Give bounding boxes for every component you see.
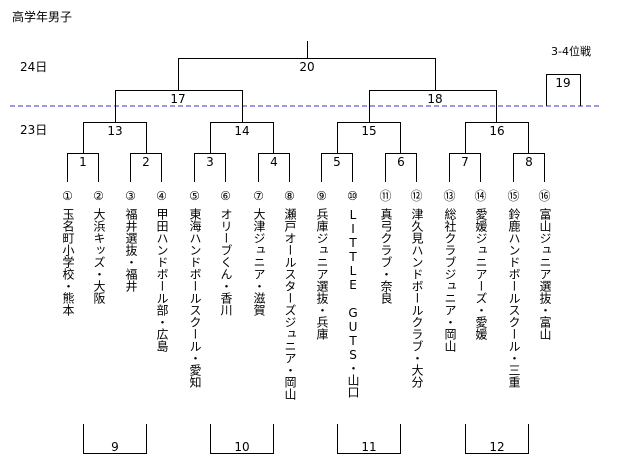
match-18-label: 18	[427, 92, 442, 106]
team-name-16: 富山ジュニア選抜・富山	[538, 208, 552, 340]
team-name-1: 玉名町小学校・熊本	[61, 208, 75, 316]
match-11-label: 11	[361, 440, 376, 454]
team-name-7: 大津ジュニア・滋賀	[252, 208, 266, 316]
team-name-15: 鈴鹿ハンドボールスクール・三重	[507, 208, 521, 388]
seed-9: ⑨	[316, 189, 327, 203]
seed-10: ⑩	[347, 189, 358, 203]
team-name-10: LITTLE GUTS・山口	[346, 208, 360, 398]
page-title: 高学年男子	[12, 10, 73, 24]
seed-11: ⑪	[379, 189, 391, 203]
seed-15: ⑮	[507, 189, 519, 203]
match-3-label: 3	[206, 155, 214, 169]
match-1-label: 1	[79, 155, 87, 169]
third-place-label: 3-4位戦	[551, 44, 591, 58]
team-name-14: 愛媛ジュニアーズ・愛媛	[474, 208, 488, 340]
match-10-label: 10	[234, 440, 249, 454]
match-15-label: 15	[361, 124, 376, 138]
seed-13: ⑬	[443, 189, 455, 203]
match-20-label: 20	[299, 60, 314, 74]
bracket-lines	[67, 41, 581, 454]
match-13-label: 13	[107, 124, 122, 138]
match-12-label: 12	[489, 440, 504, 454]
match-4-label: 4	[270, 155, 278, 169]
team-name-5: 東海ハンドボールスクール・愛知	[188, 208, 202, 388]
seed-1: ①	[62, 189, 73, 203]
seed-6: ⑥	[220, 189, 231, 203]
seed-16: ⑯	[538, 189, 550, 203]
team-name-13: 総社クラブジュニア・岡山	[443, 208, 457, 352]
match-17-label: 17	[170, 92, 185, 106]
match-6-label: 6	[397, 155, 405, 169]
team-name-4: 甲田ハンドボール部・広島	[155, 208, 169, 352]
seed-4: ④	[156, 189, 167, 203]
match-14-label: 14	[234, 124, 249, 138]
team-name-9: 兵庫ジュニア選抜・兵庫	[315, 208, 329, 340]
match-16-label: 16	[489, 124, 504, 138]
match-7-label: 7	[461, 155, 469, 169]
team-name-11: 真弓クラブ・奈良	[379, 208, 393, 304]
team-name-2: 大浜キッズ・大阪	[92, 208, 106, 304]
seed-numbers: ① ② ③ ④ ⑤ ⑥ ⑦ ⑧ ⑨ ⑩ ⑪ ⑫ ⑬ ⑭ ⑮ ⑯	[62, 189, 550, 203]
team-name-12: 津久見ハンドボールクラブ・大分	[410, 208, 424, 388]
seed-8: ⑧	[284, 189, 295, 203]
day-label-24: 24日	[20, 60, 47, 74]
match-8-label: 8	[525, 155, 533, 169]
match-5-label: 5	[333, 155, 341, 169]
seed-7: ⑦	[253, 189, 264, 203]
seed-5: ⑤	[189, 189, 200, 203]
seed-2: ②	[93, 189, 104, 203]
seed-3: ③	[125, 189, 136, 203]
match-9-label: 9	[111, 440, 119, 454]
match-numbers: 1 2 3 4 5 6 7 8 13 14 15 16 17 18 20 19 …	[79, 60, 570, 454]
team-name-3: 福井選抜・福井	[124, 208, 138, 292]
seed-12: ⑫	[410, 189, 422, 203]
seed-14: ⑭	[474, 189, 486, 203]
team-name-6: オリーブくん・香川	[219, 208, 233, 316]
day-label-23: 23日	[20, 123, 47, 137]
match-19-label: 19	[555, 76, 570, 90]
team-name-8: 瀬戸オールスターズジュニア・岡山	[283, 208, 297, 400]
match-2-label: 2	[142, 155, 150, 169]
